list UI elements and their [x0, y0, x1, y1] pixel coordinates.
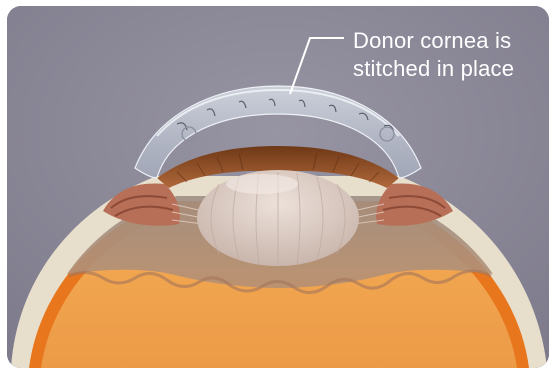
callout-line-1: Donor cornea is [353, 27, 549, 55]
callout-line-2: stitched in place [353, 55, 549, 83]
callout-label: Donor cornea is stitched in place [353, 27, 549, 83]
illustration-frame: Donor cornea is stitched in place [7, 6, 549, 368]
